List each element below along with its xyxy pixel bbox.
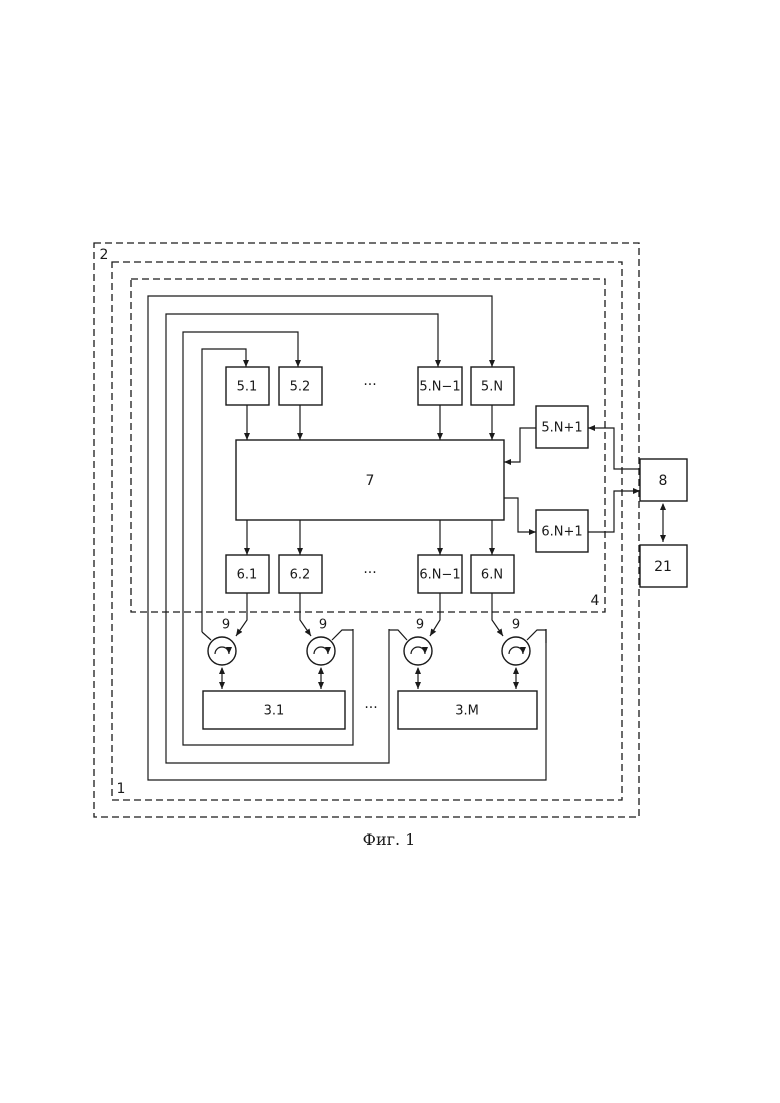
label-9-b: 9 xyxy=(319,618,327,633)
wire-6-n-plus-1-to-8 xyxy=(588,491,640,532)
wire-6-1-to-circ-1 xyxy=(236,593,247,636)
wire-6-n-to-circ-4 xyxy=(492,593,503,636)
circulator-2 xyxy=(307,630,353,665)
label-8: 8 xyxy=(659,473,668,489)
wire-6-2-to-circ-2 xyxy=(300,593,311,636)
label-21: 21 xyxy=(654,559,672,575)
label-9-d: 9 xyxy=(512,618,520,633)
label-5-2: 5.2 xyxy=(290,380,311,395)
label-5-n: 5.N xyxy=(481,380,503,395)
label-6-2: 6.2 xyxy=(290,568,311,583)
frame-label-4: 4 xyxy=(591,593,600,609)
wire-5-n-plus-1-to-7 xyxy=(504,428,536,462)
label-9-c: 9 xyxy=(416,618,424,633)
ellipsis-row-3: ··· xyxy=(364,700,377,716)
label-7: 7 xyxy=(366,473,375,489)
figure-caption: Фиг. 1 xyxy=(363,830,416,849)
label-6-n-minus-1: 6.N−1 xyxy=(419,568,460,583)
label-6-n-plus-1: 6.N+1 xyxy=(541,525,582,540)
label-5-1: 5.1 xyxy=(237,380,258,395)
frame-label-1: 1 xyxy=(117,781,126,797)
label-9-a: 9 xyxy=(222,618,230,633)
wire-7-to-6-n-plus-1 xyxy=(504,498,536,532)
label-5-n-plus-1: 5.N+1 xyxy=(541,421,582,436)
label-6-1: 6.1 xyxy=(237,568,258,583)
label-5-n-minus-1: 5.N−1 xyxy=(419,380,460,395)
label-3-m: 3.M xyxy=(455,704,479,719)
frame-label-2: 2 xyxy=(100,247,109,263)
label-6-n: 6.N xyxy=(481,568,503,583)
wire-8-to-5-n-plus-1 xyxy=(588,428,640,469)
wire-6-n-minus-1-to-circ-3 xyxy=(430,593,440,636)
ellipsis-row-6: ··· xyxy=(363,565,376,581)
circulator-3 xyxy=(389,630,432,665)
label-3-1: 3.1 xyxy=(264,704,285,719)
circulator-1 xyxy=(202,632,236,665)
circulator-4 xyxy=(502,630,546,700)
ellipsis-row-5: ··· xyxy=(363,377,376,393)
